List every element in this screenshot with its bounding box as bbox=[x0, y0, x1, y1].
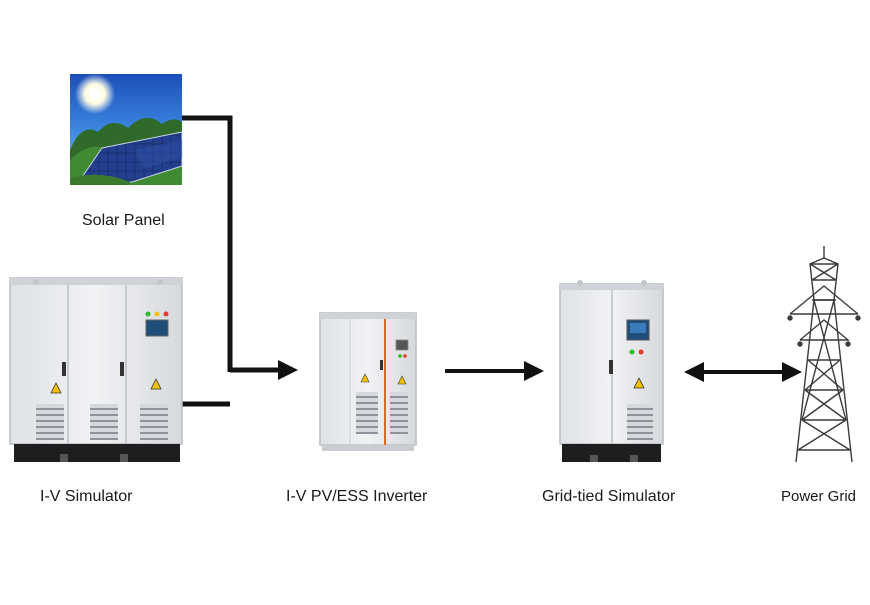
inverter-cabinet bbox=[319, 312, 417, 451]
grid-tied-simulator-label: Grid-tied Simulator bbox=[542, 488, 676, 505]
solar-to-bus-line bbox=[182, 115, 233, 372]
arrowhead-right bbox=[782, 362, 802, 382]
solar-panel-label: Solar Panel bbox=[82, 212, 165, 229]
arrowhead-to-inverter bbox=[278, 360, 298, 380]
iv-simulator-label: I-V Simulator bbox=[40, 488, 133, 505]
iv-simulator-cabinet bbox=[9, 277, 183, 462]
connector-lines bbox=[182, 115, 802, 407]
solar-panel-photo bbox=[70, 74, 183, 185]
power-grid-label: Power Grid bbox=[781, 488, 857, 505]
arrowhead-left bbox=[684, 362, 704, 382]
transmission-tower-icon bbox=[787, 246, 861, 463]
grid-tied-simulator-cabinet bbox=[559, 280, 664, 462]
arrowhead-to-gridsim bbox=[524, 361, 544, 381]
inverter-label: I-V PV/ESS Inverter bbox=[286, 488, 428, 505]
